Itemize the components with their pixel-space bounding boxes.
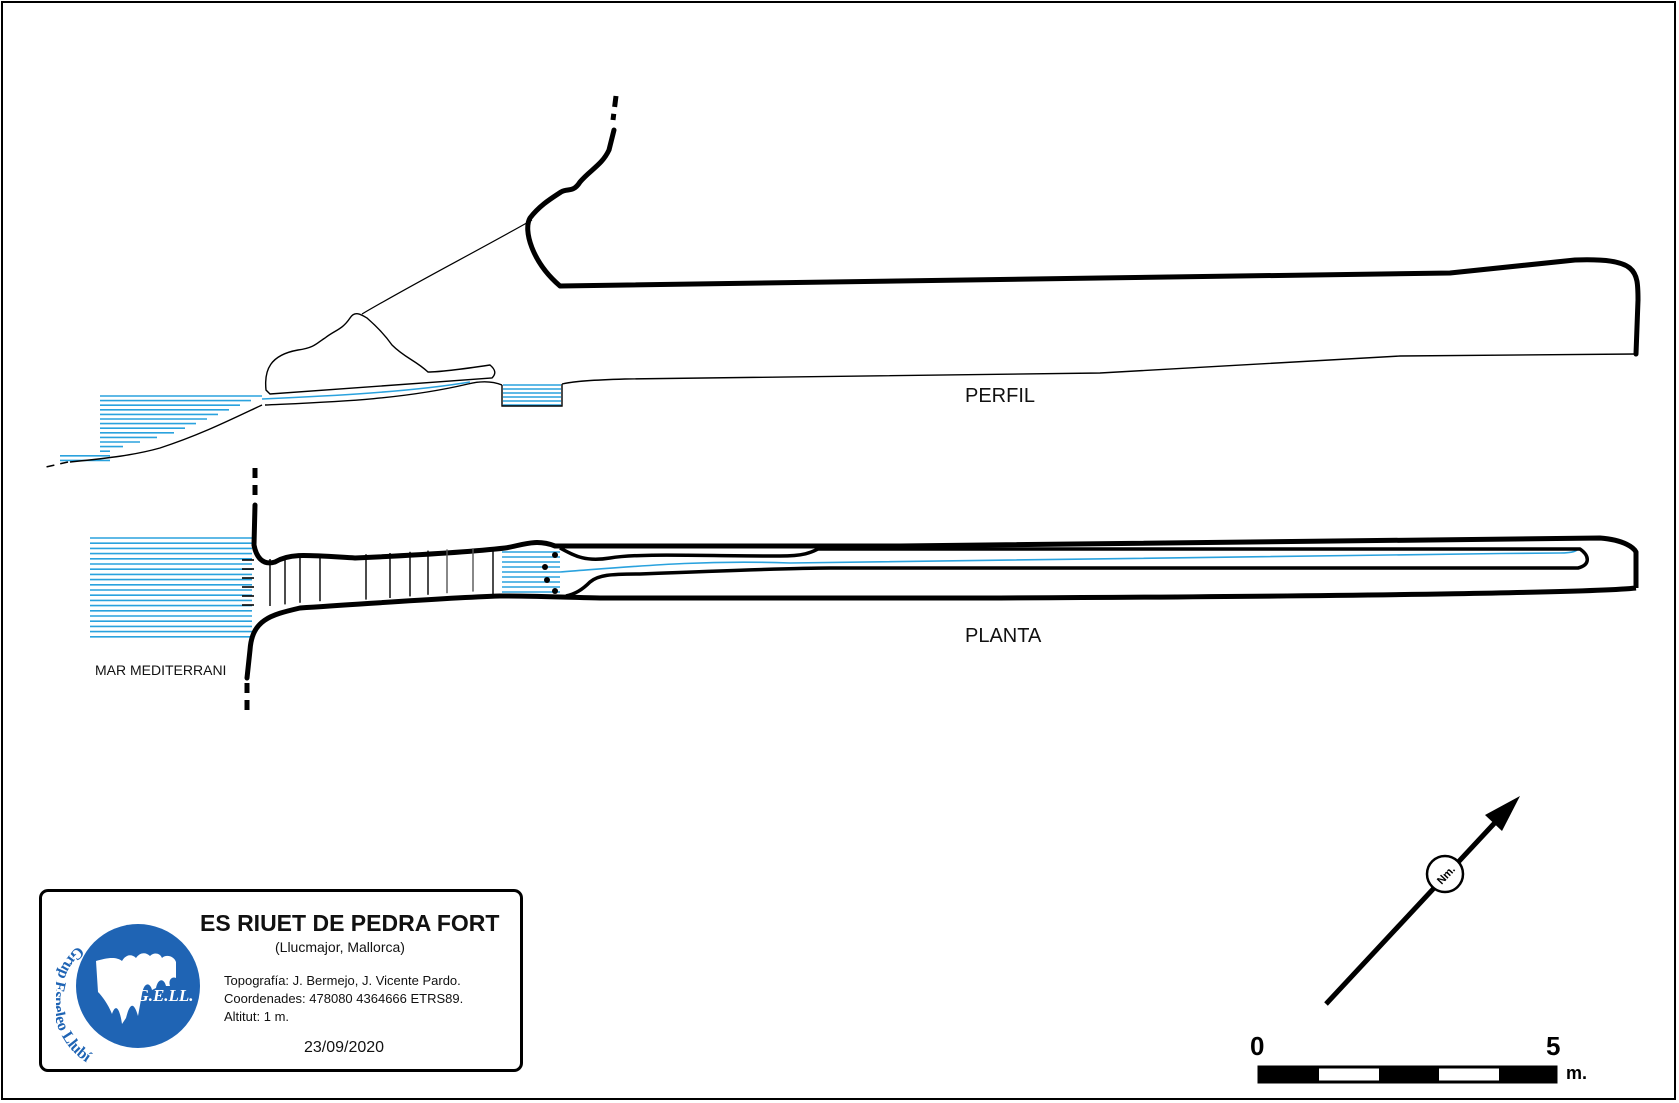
plan-gallery-north-wall [354,535,1639,588]
profile-rock-block [264,312,496,395]
plan-dots [542,552,558,594]
scale-bar [1257,1065,1558,1084]
logo-cave-silhouette [96,953,176,1024]
profile-floor-line [561,353,1637,385]
profile-view-label: PERFIL [965,385,1036,407]
survey-location: (Llucmajor, Mallorca) [275,939,405,955]
gell-logo: G.E.LL. Grup Espeleo Llubí [56,924,200,1066]
north-arrow: Nm. [1324,796,1520,1006]
dot [542,564,548,570]
profile-surface-line [361,219,533,315]
north-arrow-circle [1425,854,1465,894]
logo-abbreviation: G.E.LL. [136,986,193,1005]
title-block: G.E.LL. Grup Espeleo Llubí ES RIUET DE P… [39,889,523,1072]
profile-entrance-dash [610,95,619,121]
profile-seabed-slope [69,404,263,463]
plan-inner-wall [559,546,1589,598]
profile-floor-seam [264,381,503,406]
plan-coastline-bottom [244,605,303,681]
survey-topography: Topografía: J. Bermejo, J. Vicente Pardo… [224,973,461,988]
scale-unit-label: m. [1566,1063,1588,1083]
sea-label: MAR MEDITERRANI [95,662,227,678]
plan-view-label: PLANTA [965,625,1042,647]
plan-coastline-top [251,502,358,566]
profile-seabed-dash [45,461,69,468]
survey-coordinates: Coordenades: 478080 4364666 ETRS89. [224,991,464,1006]
dot [552,588,558,594]
profile-pool-edge [501,384,563,407]
profile-pool-water [261,381,561,406]
north-arrow-shaft [1324,812,1505,1006]
profile-view [45,95,1641,468]
profile-sea-water [60,395,262,462]
survey-date: 23/09/2020 [304,1039,385,1056]
plan-section-lines [269,548,494,606]
scale-start-label: 0 [1250,1031,1265,1061]
dot [544,577,550,583]
dot [552,552,558,558]
plan-view [90,468,1639,713]
plan-shore-ticks [242,559,254,606]
water-line [261,381,471,400]
north-arrow-head [1485,796,1520,831]
plan-gallery-south-wall [299,585,1637,611]
survey-title: ES RIUET DE PEDRA FORT [200,910,500,936]
plan-sea-water [90,537,252,638]
survey-altitude: Altitut: 1 m. [224,1009,290,1024]
profile-upper-wall [525,127,1641,357]
scale-end-label: 5 [1546,1031,1561,1061]
